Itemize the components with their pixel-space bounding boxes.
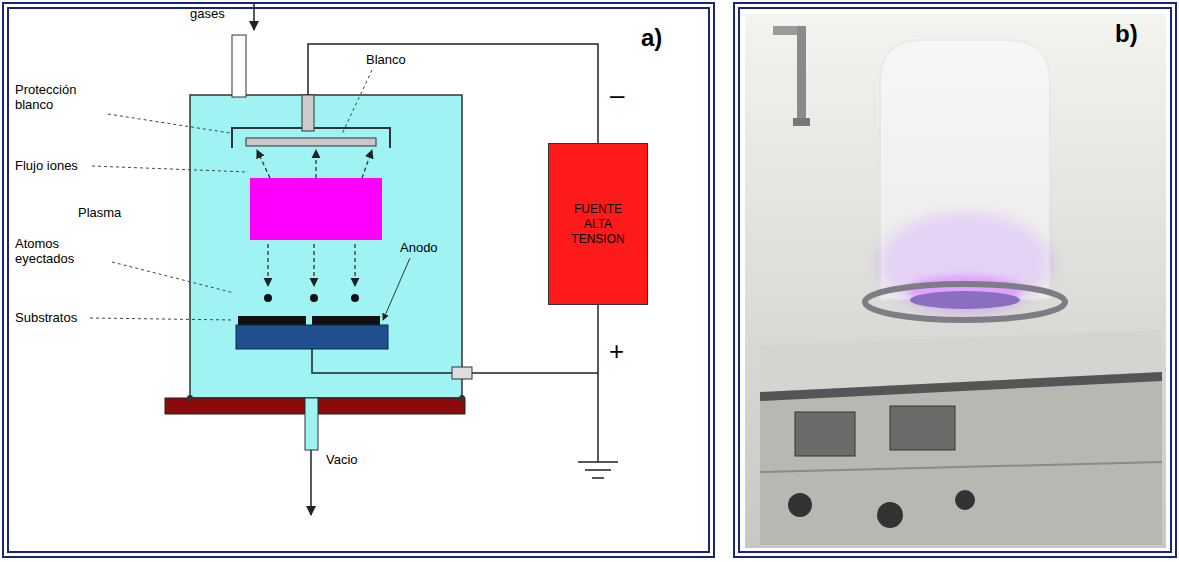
vacuum-arrow <box>310 450 312 515</box>
ejected-atom <box>310 294 318 302</box>
target-plate <box>246 138 376 146</box>
part-label: Substratos <box>15 310 77 325</box>
leader-lines <box>90 70 372 320</box>
part-label: Atomos eyectados <box>15 236 107 266</box>
feedthrough <box>452 367 472 379</box>
part-label: Anodo <box>400 240 438 255</box>
ion-flow-arrows <box>257 150 372 286</box>
ejected-atom <box>351 294 359 302</box>
box-label: FUENTE ALTA TENSION <box>562 202 634 247</box>
polarity-sign: – <box>610 82 624 108</box>
target-shield <box>232 128 390 148</box>
panel-frame: b) <box>733 2 1177 558</box>
plasma-region <box>250 178 382 240</box>
leader-arrow <box>383 258 410 320</box>
vacuum-chamber <box>165 4 465 515</box>
panel-letter: a) <box>641 23 662 53</box>
ejected-atom <box>264 294 272 302</box>
vacuum-pipe <box>305 398 318 450</box>
panel-letter: b) <box>1115 19 1138 49</box>
sputter-coater-photo <box>745 14 1166 548</box>
gas-inlet-pipe <box>232 35 246 97</box>
chamber-foot <box>187 395 193 401</box>
vacuum-label: Vacio <box>326 452 358 467</box>
feedthrough <box>302 95 314 131</box>
anode-plate <box>236 325 388 349</box>
chamber-foot <box>459 395 465 401</box>
part-label: Blanco <box>366 52 406 67</box>
part-label: Flujo iones <box>15 158 78 173</box>
base-plate <box>318 398 465 414</box>
panel-frame: a) FUENTE ALTA TENSION <box>2 2 715 558</box>
base-plate <box>165 398 305 414</box>
gas-label: gases <box>190 6 225 21</box>
chamber-body <box>190 95 462 398</box>
power-supply-box: FUENTE ALTA TENSION <box>548 143 648 305</box>
part-label: Protección blanco <box>15 82 107 112</box>
polarity-sign: + <box>609 338 624 364</box>
part-label: Plasma <box>78 205 121 220</box>
